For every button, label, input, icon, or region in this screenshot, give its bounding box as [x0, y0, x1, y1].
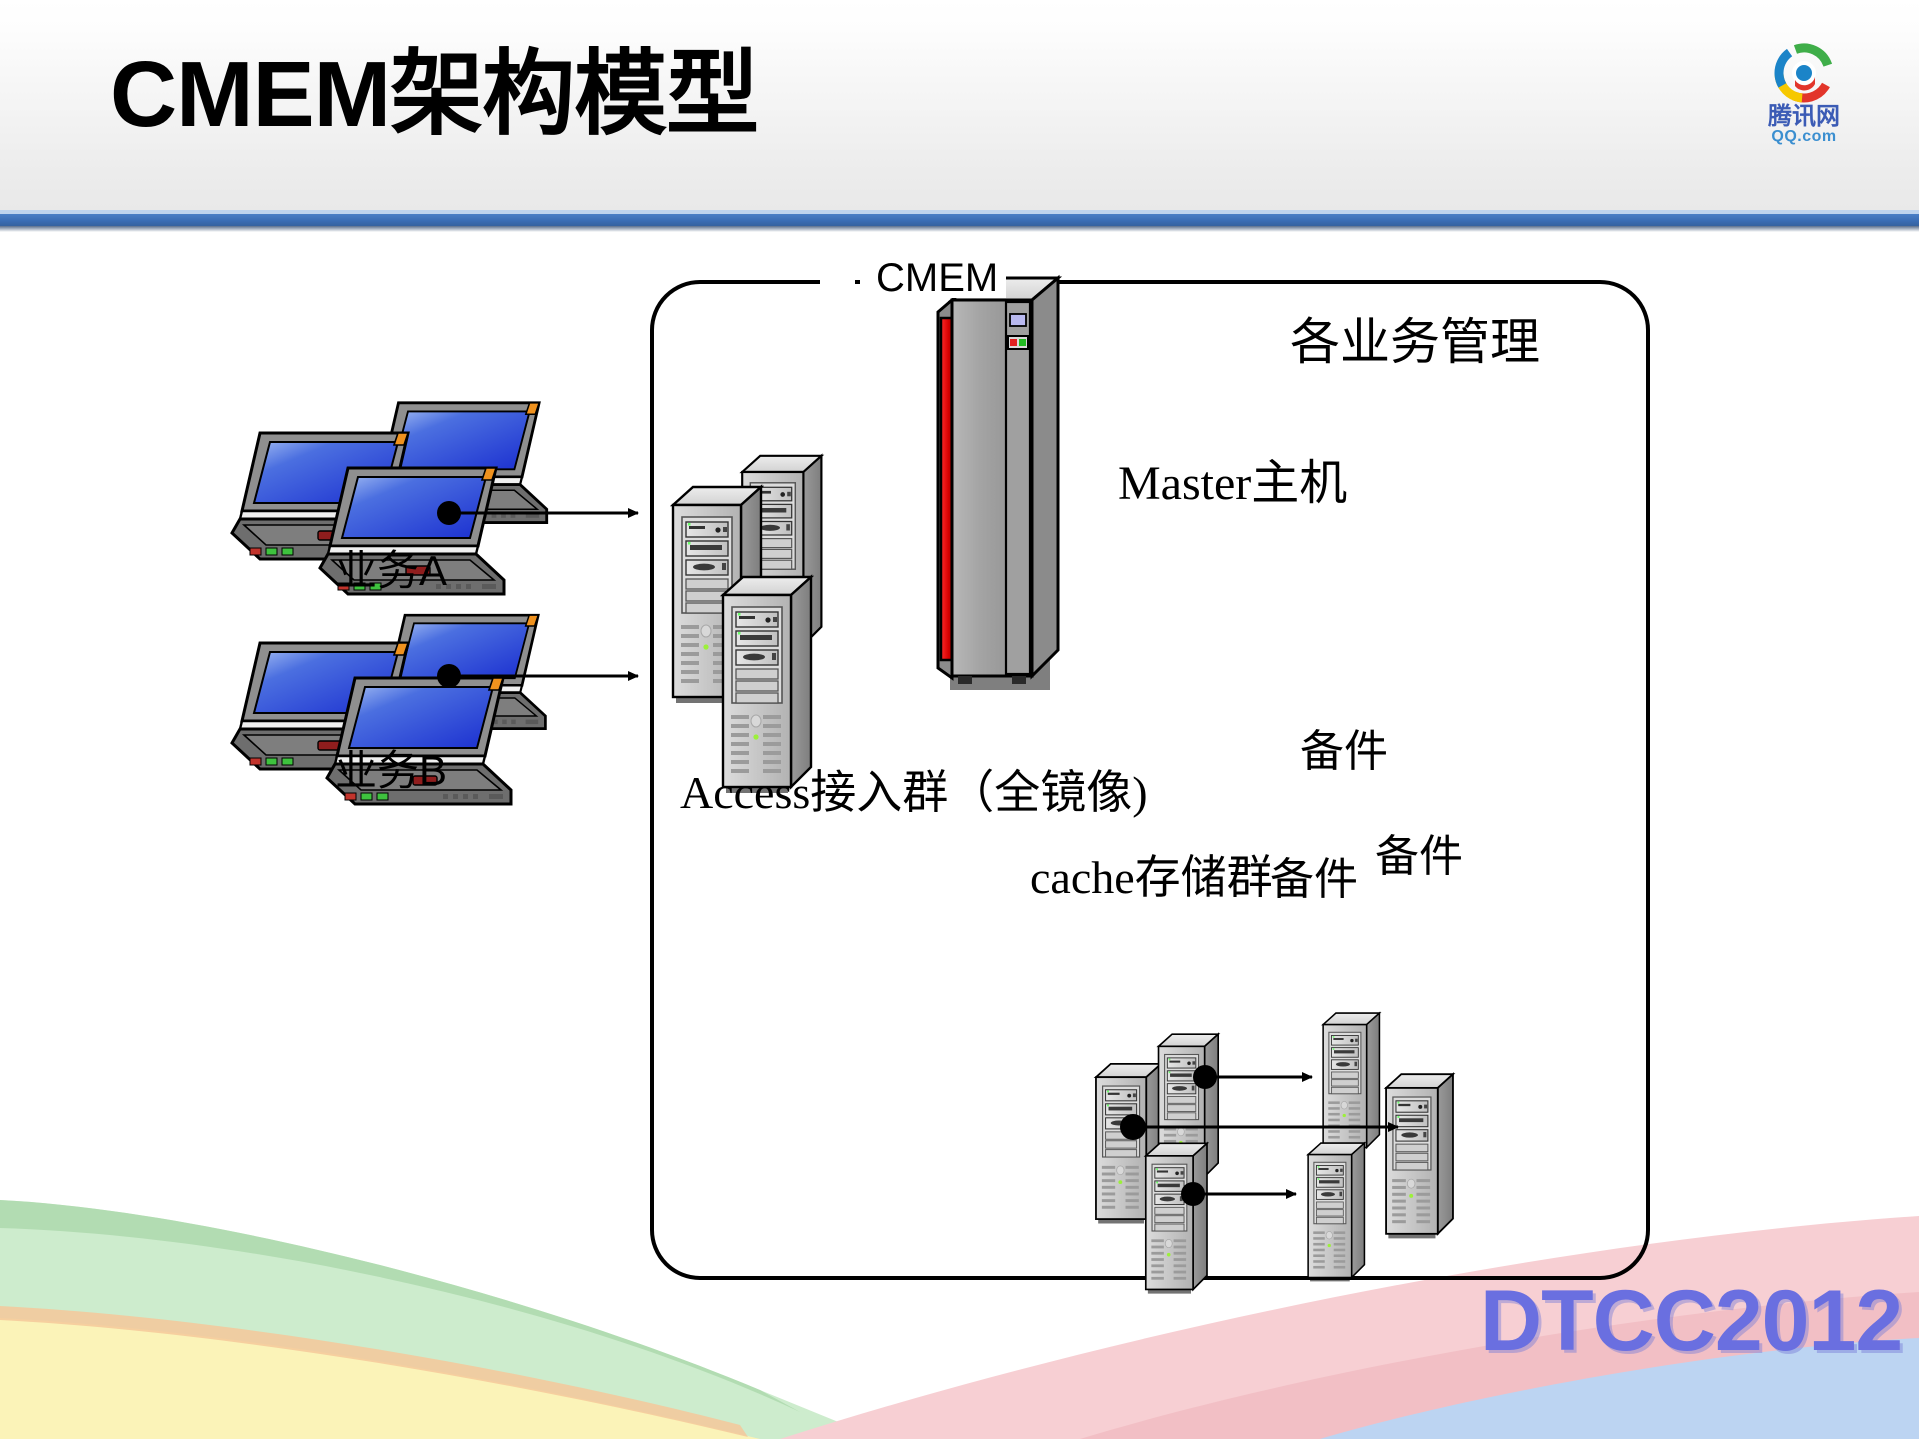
connection-cache-to-spares: [1120, 1065, 1399, 1206]
access-cluster-label: Access接入群（全镜像): [680, 767, 1148, 818]
spare-servers: [1307, 1012, 1454, 1283]
client-a-label: 业务A: [335, 547, 448, 594]
diagram-svg: [230, 274, 1650, 1295]
connection-b-to-access: [437, 664, 639, 688]
client-b-label: 业务B: [335, 747, 448, 794]
server-icon: [1144, 1142, 1208, 1295]
master-server: [936, 274, 1063, 690]
header-hairline: [0, 210, 1919, 214]
spare-label-3: 备件: [1270, 855, 1358, 904]
header-rule-shadow: [0, 226, 1919, 232]
conference-branding: DTCC2012: [1480, 1273, 1903, 1369]
logo-name: 腾讯网: [1768, 103, 1840, 130]
header-rule: [0, 214, 1919, 226]
tencent-logo: 腾讯网 QQ.com: [1748, 42, 1860, 152]
server-icon: [1307, 1142, 1366, 1283]
access-cluster: [671, 454, 823, 795]
page-title: CMEM架构模型: [110, 42, 759, 146]
tencent-circle-icon: [1774, 43, 1834, 103]
master-annotation: 各业务管理: [1290, 314, 1540, 370]
cmem-boundary-label: CMEM: [868, 258, 1007, 298]
spare-label-2: 备件: [1375, 832, 1463, 881]
header-band: [0, 0, 1919, 210]
server-icon: [1322, 1012, 1381, 1153]
master-label: Master主机: [1118, 457, 1348, 510]
connection-a-to-access: [437, 501, 639, 525]
server-icon: [1385, 1073, 1454, 1240]
spare-label-1: 备件: [1300, 727, 1388, 776]
server-icon: [721, 575, 813, 795]
architecture-diagram: CMEM 业务A 业务B 各业务管理 Master主机 Access接入群（全镜…: [0, 230, 1919, 1439]
logo-domain: QQ.com: [1771, 128, 1837, 145]
cache-cluster-label: cache存储群: [1030, 852, 1273, 903]
